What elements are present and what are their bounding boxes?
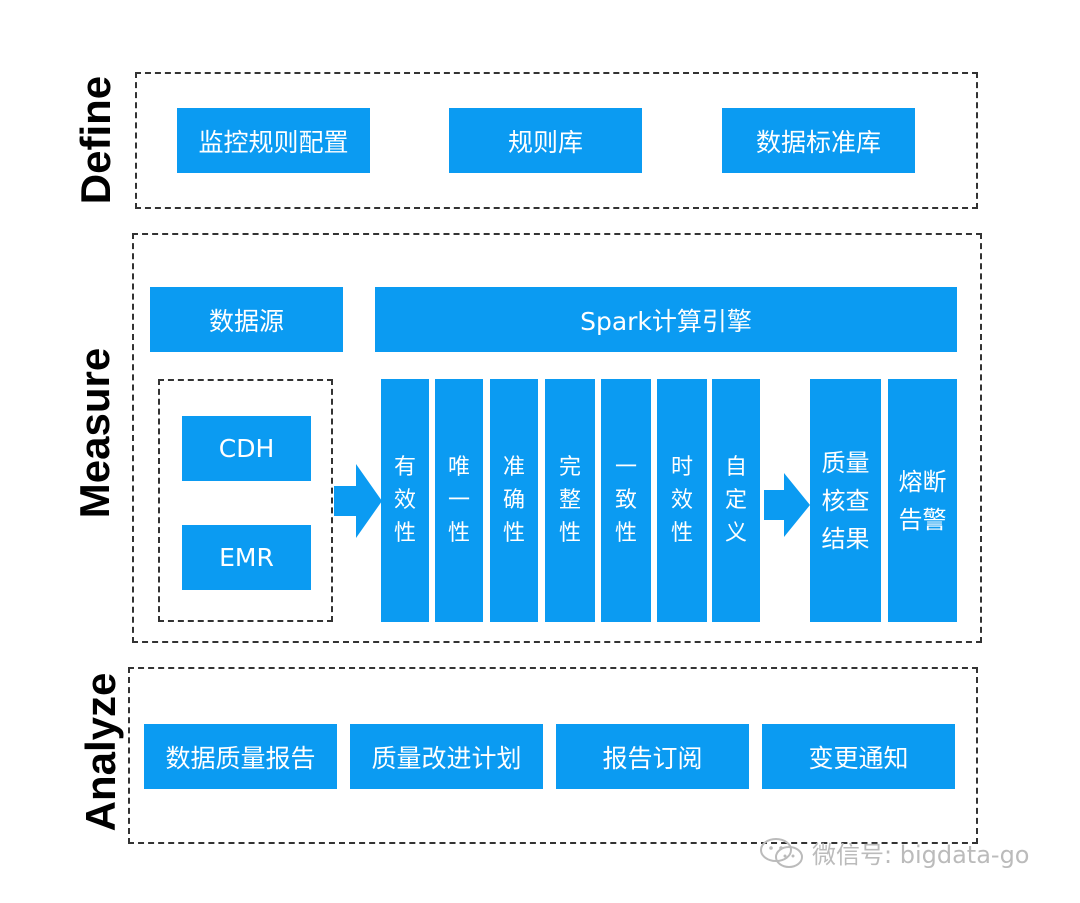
check-uniqueness-box: 唯一性 — [435, 379, 483, 622]
change-notification-box: 变更通知 — [762, 724, 955, 789]
source-group — [158, 379, 333, 622]
data-quality-report-box: 数据质量报告 — [144, 724, 337, 789]
arrow-right-icon — [764, 473, 810, 537]
circuit-break-alert-box: 熔断告警 — [888, 379, 957, 622]
analyze-section — [128, 667, 978, 844]
check-custom-box: 自定义 — [712, 379, 760, 622]
wechat-icon — [760, 837, 803, 868]
check-accuracy-box: 准确性 — [490, 379, 538, 622]
check-consistency-box: 一致性 — [601, 379, 651, 622]
monitor-rule-config-box: 监控规则配置 — [177, 108, 370, 173]
watermark-text: 微信号: bigdata-go — [812, 841, 1030, 869]
spark-engine-box: Spark计算引擎 — [375, 287, 957, 352]
emr-box: EMR — [182, 525, 311, 590]
quality-improvement-plan-box: 质量改进计划 — [350, 724, 543, 789]
arrow-right-icon — [334, 464, 382, 538]
cdh-box: CDH — [182, 416, 311, 481]
check-validity-box: 有效性 — [381, 379, 429, 622]
quality-check-result-box: 质量核查结果 — [810, 379, 881, 622]
check-completeness-box: 完整性 — [545, 379, 595, 622]
define-section — [135, 72, 978, 209]
datasource-box: 数据源 — [150, 287, 343, 352]
measure-label: Measure — [71, 347, 118, 519]
define-label: Define — [72, 75, 119, 205]
analyze-label: Analyze — [77, 672, 124, 832]
data-standard-library-box: 数据标准库 — [722, 108, 915, 173]
check-timeliness-box: 时效性 — [657, 379, 707, 622]
measure-section — [132, 233, 982, 643]
rule-library-box: 规则库 — [449, 108, 642, 173]
report-subscription-box: 报告订阅 — [556, 724, 749, 789]
watermark: 微信号: bigdata-go — [758, 835, 1030, 870]
